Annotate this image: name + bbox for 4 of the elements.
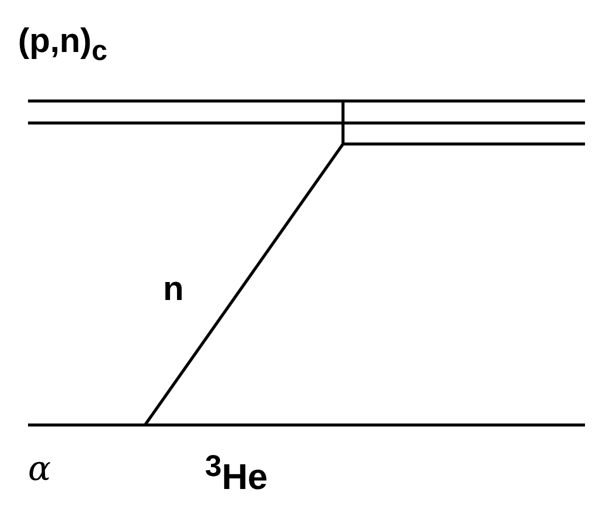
reaction-label: (p,n)$_{c}$ — [18, 24, 108, 66]
particle-label: α — [28, 452, 51, 486]
nucleus-label: $^{3}$He — [205, 452, 268, 495]
particle-label: n — [163, 272, 184, 306]
